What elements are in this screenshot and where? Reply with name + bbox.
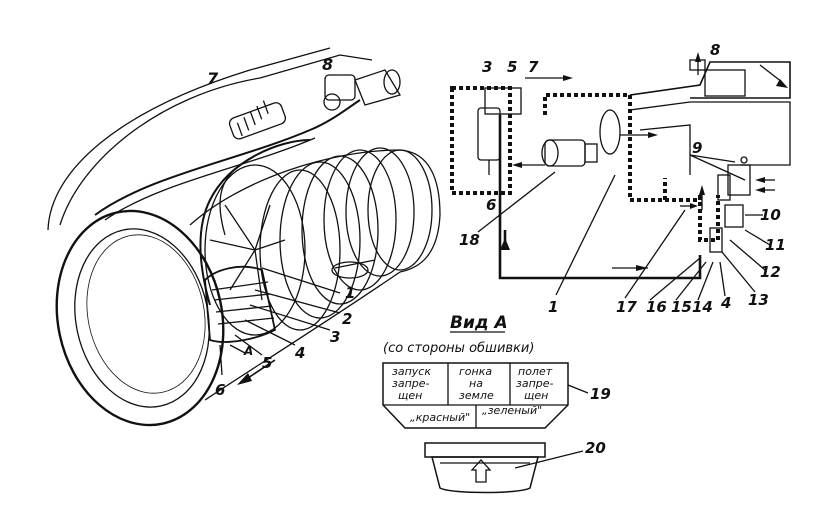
unit-8 bbox=[704, 69, 746, 97]
cell1-line1: запуск bbox=[392, 365, 431, 378]
indicator-housing: 20 bbox=[424, 439, 606, 494]
view-a-section: Вид А (со стороны обшивки) запуск запре-… bbox=[382, 313, 611, 494]
sch-callout-12: 12 bbox=[760, 263, 781, 281]
schematic: 3 5 7 8 9 6 18 1 17 16 15 14 4 13 12 11 … bbox=[450, 41, 791, 316]
sch-callout-17: 17 bbox=[616, 298, 637, 316]
callout-4: 4 bbox=[294, 344, 305, 362]
callout-3: 3 bbox=[330, 328, 340, 346]
lower-assembly bbox=[204, 259, 376, 343]
dashed-main-line bbox=[543, 93, 667, 202]
cell3-line3: щен bbox=[524, 389, 548, 402]
callout-6: 6 bbox=[215, 381, 225, 399]
engine-ribs bbox=[259, 147, 433, 331]
cell1-line3: щен bbox=[398, 389, 422, 402]
top-unit bbox=[228, 69, 401, 140]
callout-1: 1 bbox=[345, 284, 355, 302]
cell3-line1: полет bbox=[518, 365, 553, 378]
sch-callout-4: 4 bbox=[720, 294, 731, 312]
sch-callout-5: 5 bbox=[507, 58, 517, 76]
warning-panel: запуск запре- щен гонка на земле полет з… bbox=[382, 362, 611, 429]
return-line bbox=[498, 115, 702, 280]
panel-green-label: „зеленый" bbox=[482, 404, 542, 417]
sch-callout-7: 7 bbox=[528, 58, 539, 76]
cell2-line1: гонка bbox=[459, 365, 492, 378]
fan-blades bbox=[204, 164, 306, 336]
cell2-line3: земле bbox=[459, 389, 494, 402]
sch-callout-13: 13 bbox=[748, 291, 769, 309]
pump-7 bbox=[541, 139, 598, 167]
sch-callout-6: 6 bbox=[486, 196, 496, 214]
panel-callout-19: 19 bbox=[590, 385, 611, 403]
engine-drawing: 7 8 1 2 3 4 5 6 A bbox=[47, 47, 441, 427]
cell3-line2: запре- bbox=[516, 377, 554, 390]
sch-callout-16: 16 bbox=[646, 298, 667, 316]
sch-callout-10: 10 bbox=[760, 206, 781, 224]
control-block bbox=[680, 154, 775, 253]
callout-8: 8 bbox=[322, 55, 333, 74]
panel-red-label: „красный" bbox=[410, 411, 470, 424]
sch-callout-15: 15 bbox=[671, 298, 692, 316]
filter-6 bbox=[477, 107, 501, 161]
sch-callout-3: 3 bbox=[482, 58, 492, 76]
engine-leaders bbox=[219, 267, 341, 376]
duct-housing bbox=[599, 52, 791, 175]
view-a-subtitle: (со стороны обшивки) bbox=[383, 341, 534, 356]
engine-pipes bbox=[94, 99, 361, 306]
sch-callout-8: 8 bbox=[710, 41, 720, 59]
unit-10 bbox=[724, 204, 744, 228]
sch-callout-1: 1 bbox=[548, 298, 558, 316]
sch-callout-18: 18 bbox=[459, 231, 480, 249]
view-a-label: A bbox=[243, 344, 253, 358]
tank-3 bbox=[484, 87, 522, 115]
callout-5: 5 bbox=[262, 354, 272, 372]
cell1-line2: запре- bbox=[392, 377, 430, 390]
callout-2: 2 bbox=[342, 310, 352, 328]
cell2-line2: на bbox=[469, 377, 483, 390]
sch-callout-9: 9 bbox=[692, 139, 702, 157]
view-a-title: Вид А bbox=[450, 313, 508, 333]
view-a-arrow bbox=[237, 359, 276, 385]
callout-7: 7 bbox=[207, 69, 219, 88]
arrow-up-icon bbox=[470, 459, 492, 483]
schematic-leaders bbox=[477, 171, 771, 301]
sch-callout-14: 14 bbox=[692, 298, 713, 316]
intake-ring bbox=[55, 209, 225, 427]
sch-callout-11: 11 bbox=[765, 236, 786, 254]
indicator-callout-20: 20 bbox=[585, 439, 606, 457]
